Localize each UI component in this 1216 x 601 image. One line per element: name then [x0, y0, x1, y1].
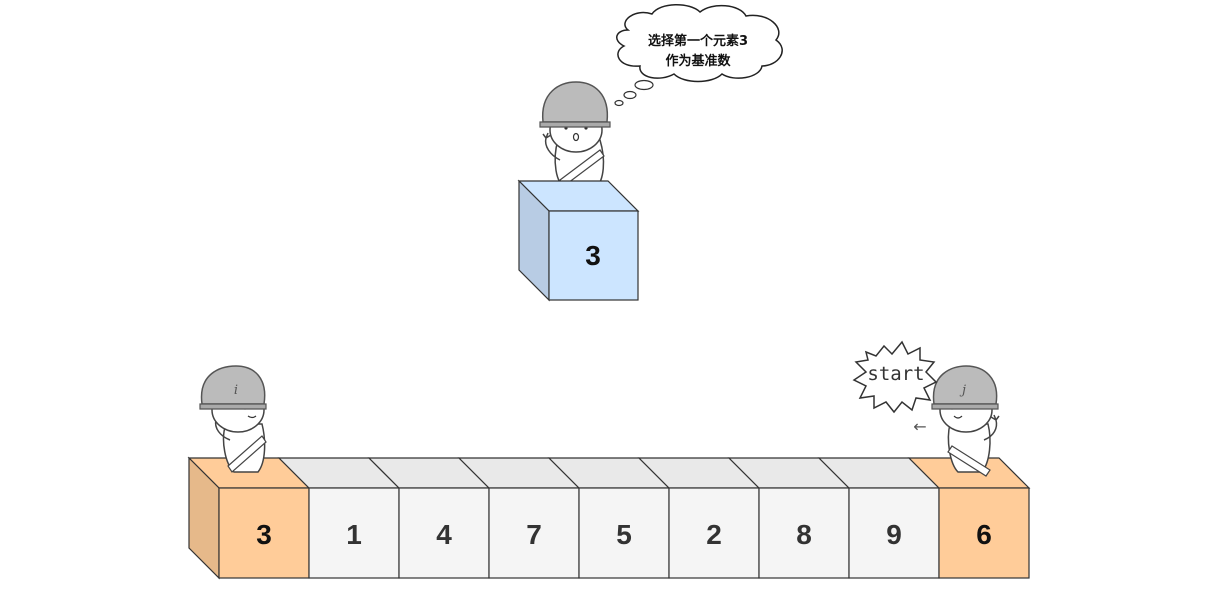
- array-cell-value: 1: [346, 519, 362, 550]
- array-row: 3 1 4 7 5 2 8 9 6: [187, 456, 1031, 580]
- array-cell-value: 9: [886, 519, 902, 550]
- array-cell: 8: [727, 457, 851, 579]
- array-cell: 6: [907, 457, 1031, 579]
- array-cell-front: [758, 487, 850, 579]
- array-cell: 2: [637, 457, 761, 579]
- array-cell-front: [668, 487, 760, 579]
- start-label: start: [867, 363, 924, 385]
- thought-cloud: 选择第一个元素3 作为基准数: [616, 4, 783, 83]
- array-cell-value: 4: [436, 519, 452, 550]
- array-cell-value: 7: [526, 519, 542, 550]
- array-cell-front: [848, 487, 940, 579]
- array-cell: 9: [817, 457, 941, 579]
- array-cell-value: 8: [796, 519, 812, 550]
- array-cell-front: [938, 487, 1030, 579]
- array-cell-value: 6: [976, 519, 992, 550]
- pointer-j-label: j: [959, 383, 966, 398]
- left-arrow-icon: ←: [913, 417, 926, 436]
- array-cell-front: [398, 487, 490, 579]
- array-cell: 7: [457, 457, 581, 579]
- array-cell-value: 2: [706, 519, 722, 550]
- pointer-i-label: i: [234, 383, 238, 398]
- array-cell-front: [218, 487, 310, 579]
- pivot-value: 3: [585, 240, 601, 271]
- array-cell: 5: [547, 457, 671, 579]
- array-cell-value: 5: [616, 519, 632, 550]
- array-cell-front: [308, 487, 400, 579]
- pointer-i-character: i: [199, 365, 267, 473]
- array-cell: 1: [277, 457, 401, 579]
- pivot-cube: 3: [517, 179, 640, 302]
- thought-trail: [614, 79, 654, 107]
- pivot-character: [539, 81, 611, 189]
- start-callout: start: [852, 340, 938, 414]
- thought-line-2: 作为基准数: [665, 53, 731, 69]
- array-cell-front: [578, 487, 670, 579]
- array-cell-value: 3: [256, 519, 272, 550]
- array-cell: 3: [187, 456, 311, 580]
- thought-line-1: 选择第一个元素3: [648, 33, 748, 49]
- pointer-j-character: j ←: [913, 365, 1000, 477]
